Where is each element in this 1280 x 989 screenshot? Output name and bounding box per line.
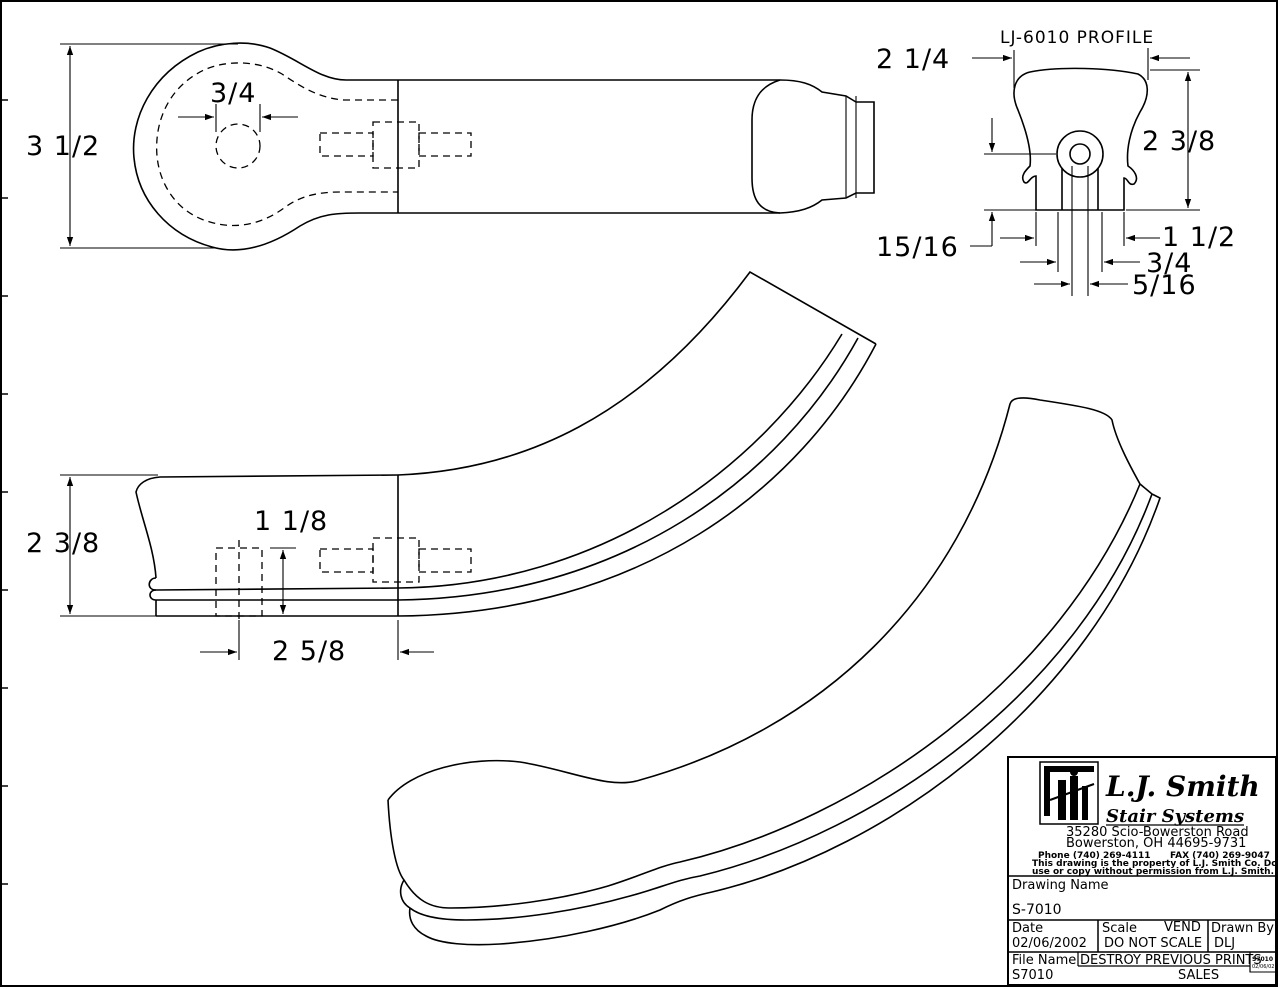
file-name-label: File Name — [1012, 953, 1076, 968]
iso-view-top-surface — [387, 397, 1141, 801]
dim-side-length-label: 2 5/8 — [272, 636, 346, 667]
top-view-inner-dashed — [156, 62, 398, 227]
stamp-file: S7010 — [1252, 956, 1273, 963]
border-ticks — [1, 99, 8, 885]
drawn-by-value: DLJ — [1214, 936, 1235, 951]
iso-view — [387, 397, 1161, 946]
dim-side-bolt-label: 1 1/8 — [254, 506, 328, 537]
company-sub: Stair Systems — [1106, 806, 1244, 827]
side-view: 2 3/8 1 1/8 2 5/8 — [26, 270, 877, 667]
side-view-band-upper — [148, 333, 843, 591]
date-label: Date — [1012, 921, 1043, 936]
profile-view: LJ-6010 PROFILE 2 1/4 2 3/8 15/16 1 1/2 — [876, 28, 1236, 301]
dim-profile-top-label: 2 1/4 — [876, 44, 950, 75]
sales-label: SALES — [1178, 968, 1219, 983]
date-value: 02/06/2002 — [1012, 936, 1087, 951]
phone-text: Phone (740) 269-4111 — [1038, 851, 1151, 861]
scale-value: DO NOT SCALE — [1104, 936, 1202, 951]
scale-label: Scale — [1102, 921, 1137, 936]
stamp-date: 02/06/02 — [1252, 964, 1274, 970]
dim-profile-neck-label: 3/4 — [1146, 248, 1192, 279]
address-line-2: Bowerston, OH 44695-9731 — [1066, 836, 1246, 851]
top-view-bolt-right — [418, 132, 472, 157]
dim-profile-height-label: 2 3/8 — [1142, 126, 1216, 157]
dim-side-height-label: 2 3/8 — [26, 528, 100, 559]
dim-top-width-label: 3 1/2 — [26, 131, 100, 162]
top-view-bolt-center — [372, 121, 420, 169]
address-line-1: 35280 Scio-Bowerston Road — [1066, 825, 1249, 840]
top-view-outline — [132, 42, 398, 251]
dim-profile-left-label: 15/16 — [876, 232, 959, 263]
drawn-by-label: Drawn By — [1211, 921, 1274, 936]
top-view: 3 1/2 3/4 — [26, 42, 875, 251]
notice-line-1: This drawing is the property of L.J. Smi… — [1032, 859, 1280, 869]
company-logo-icon — [1039, 761, 1099, 825]
profile-outline — [1013, 67, 1149, 211]
fax-text: FAX (740) 269-9047 — [1170, 851, 1270, 861]
top-view-hole — [215, 123, 261, 169]
notice-line-2: use or copy without permission from L.J.… — [1032, 867, 1274, 877]
title-block: L.J. Smith Stair Systems 35280 Scio-Bowe… — [1007, 756, 1280, 986]
side-view-top-curve — [135, 474, 399, 579]
dim-hole-label: 3/4 — [210, 78, 256, 109]
drawing-name-label: Drawing Name — [1012, 878, 1109, 893]
profile-title: LJ-6010 PROFILE — [1000, 28, 1154, 48]
iso-view-body — [387, 483, 1141, 909]
file-name-value: S7010 — [1012, 968, 1053, 983]
top-view-end-cap — [751, 79, 781, 214]
iso-view-band — [399, 493, 1153, 921]
dim-profile-base-label: 1 1/2 — [1162, 222, 1236, 253]
company-name: L.J. Smith — [1105, 770, 1260, 803]
profile-pin-outer — [1056, 130, 1104, 178]
drawing-name-value: S-7010 — [1012, 902, 1062, 918]
vend-label: VEND — [1164, 920, 1201, 935]
top-view-bolt-left — [319, 132, 374, 157]
destroy-note: DESTROY PREVIOUS PRINTS — [1080, 953, 1262, 968]
profile-pin-inner — [1069, 143, 1091, 165]
dim-profile-pin-label: 5/16 — [1132, 270, 1197, 301]
